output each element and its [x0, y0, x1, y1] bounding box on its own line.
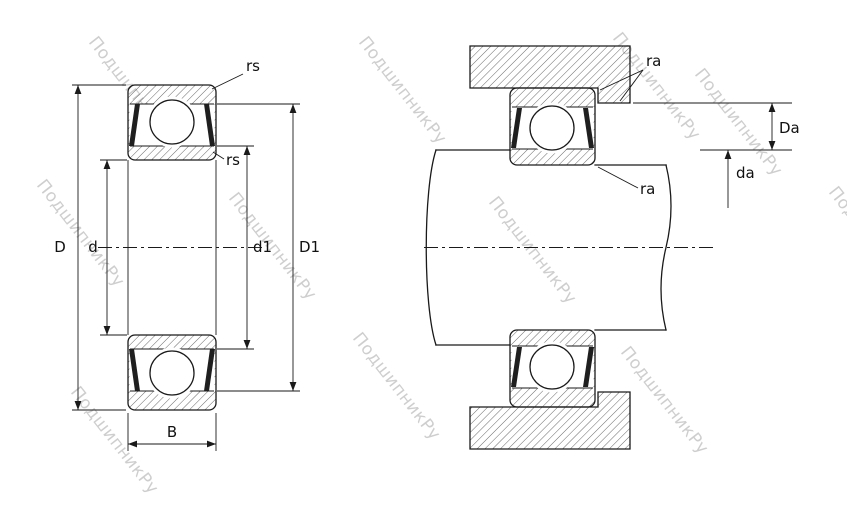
dim-label-D: D [54, 238, 66, 256]
callout-rs-top: rs [211, 57, 260, 90]
dim-label-Da: Da [779, 119, 800, 137]
callout-ra-top: ra [599, 52, 661, 102]
dimension-d1: d1 [217, 145, 272, 350]
dim-label-ra: ra [640, 180, 655, 198]
leader-line [597, 166, 639, 189]
dimension-da: da [724, 150, 755, 208]
dim-label-d: d [88, 238, 98, 256]
ring-section-top [127, 84, 217, 161]
dim-label-D1: D1 [299, 238, 320, 256]
watermark-text: ПодшипникРу [32, 176, 128, 291]
callout-rs-inner: rs [212, 151, 240, 169]
callout-ra-inner: ra [597, 166, 655, 198]
shaft [425, 149, 672, 346]
leader-line [619, 69, 644, 102]
shield-left [511, 108, 522, 148]
leader-line [211, 73, 244, 90]
dimension-d: d [88, 159, 127, 336]
ring-section-bottom [127, 334, 217, 411]
ball [529, 344, 575, 390]
dim-label-rs: rs [226, 151, 240, 169]
dimension-Da: Da [633, 102, 800, 151]
ball [529, 105, 575, 151]
watermark-text: ПодшипникРу [348, 329, 444, 444]
housing-section-bottom [469, 391, 631, 450]
housing-section-top [469, 45, 631, 104]
shield-left [129, 104, 140, 146]
leader-line [212, 151, 225, 160]
ball [149, 350, 195, 396]
left-view-bearing-section: D d d1 D1 B [54, 57, 320, 451]
ring-section-bottom [509, 329, 596, 408]
dimension-B: B [127, 413, 217, 451]
ring-section-top [509, 87, 596, 166]
watermark-text: ПодшипникРу [824, 183, 847, 298]
shield-right [204, 349, 215, 391]
shield-right [204, 104, 215, 146]
dim-label-da: da [736, 164, 755, 182]
shield-right [583, 108, 594, 148]
dim-label-B: B [167, 423, 177, 441]
dimension-D: D [54, 84, 126, 411]
leader-line [599, 69, 644, 91]
watermark-text: ПодшипникРу [484, 193, 580, 308]
watermark-text: ПодшипникРу [354, 33, 450, 148]
shield-right [583, 347, 594, 387]
dim-label-d1: d1 [253, 238, 272, 256]
dim-label-rs: rs [246, 57, 260, 75]
dim-label-ra: ra [646, 52, 661, 70]
shield-left [129, 349, 140, 391]
shaft-break-line [660, 164, 672, 331]
ball [149, 99, 195, 145]
dimension-D1: D1 [217, 103, 320, 392]
shield-left [511, 347, 522, 387]
right-view-mounted-bearing: ra ra Da da [424, 45, 800, 450]
